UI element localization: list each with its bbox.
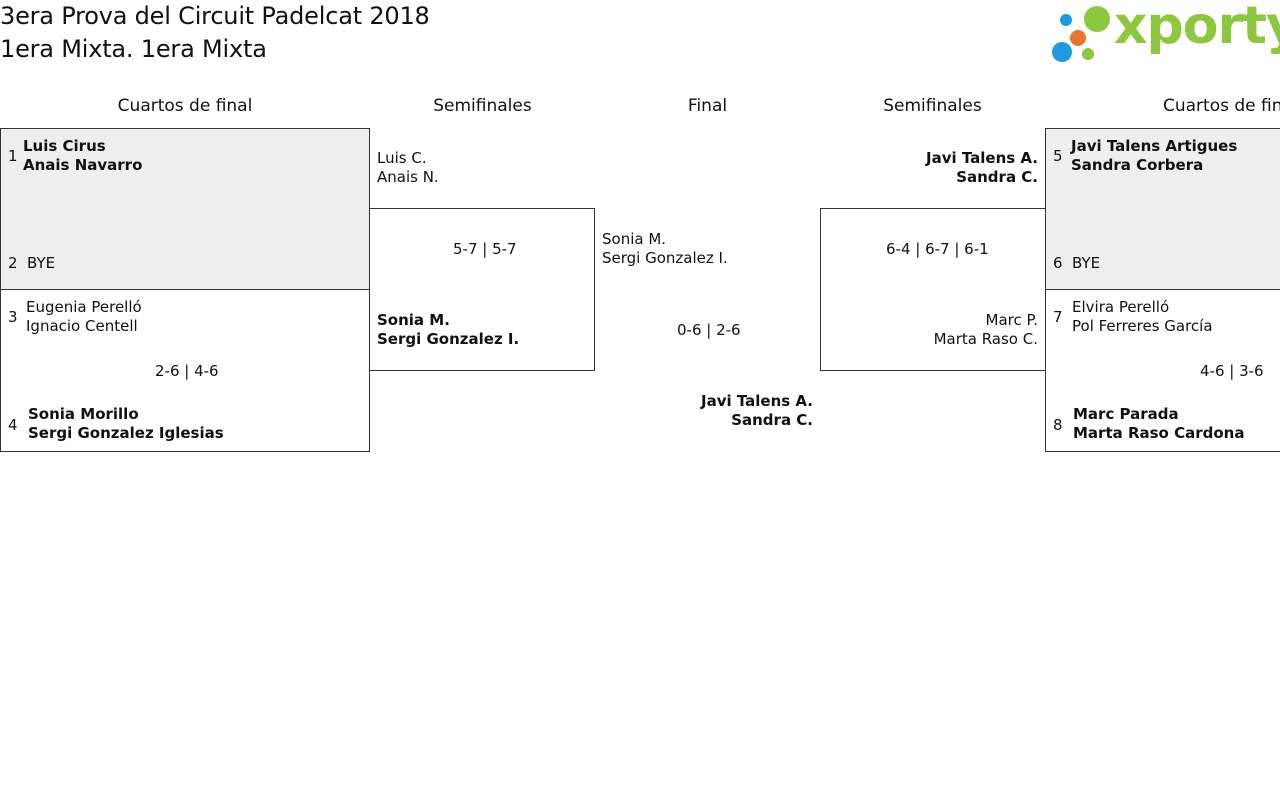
tournament-title: 3era Prova del Circuit Padelcat 2018: [0, 2, 430, 30]
sf1-team1-player2: Anais N.: [377, 168, 439, 186]
sf-match-2[interactable]: 6-4 | 6-7 | 6-1 Marc P. Marta Raso C.: [820, 208, 1046, 371]
qf-match-4[interactable]: 7 Elvira Perelló Pol Ferreres García 4-6…: [1045, 289, 1280, 452]
champion-player2: Sandra C.: [731, 411, 813, 429]
round-header-left-sf: Semifinales: [433, 96, 532, 116]
sf2-team1-player1: Javi Talens A.: [926, 149, 1038, 167]
category-title: 1era Mixta. 1era Mixta: [0, 35, 267, 63]
qf2-score: 2-6 | 4-6: [155, 362, 219, 380]
sf-match-1[interactable]: 5-7 | 5-7 Sonia M. Sergi Gonzalez I.: [369, 208, 595, 371]
qf4-score: 4-6 | 3-6: [1200, 362, 1264, 380]
qf2-team2-player2: Sergi Gonzalez Iglesias: [28, 424, 224, 442]
qf2-team1-player2: Ignacio Centell: [26, 317, 138, 335]
sf2-team2-player1: Marc P.: [985, 311, 1038, 329]
sf1-team2-player2: Sergi Gonzalez I.: [377, 330, 520, 348]
logo-dot-blue: [1060, 14, 1072, 26]
logo-dot-green-small: [1082, 48, 1094, 60]
sf1-team2-player1: Sonia M.: [377, 311, 450, 329]
qf1-team1-player1: Luis Cirus: [23, 137, 106, 155]
xporty-logo[interactable]: xporty: [1050, 0, 1280, 68]
round-header-right-qf: Cuartos de final: [1163, 96, 1280, 116]
seed-6: 6: [1053, 254, 1063, 272]
sf2-score: 6-4 | 6-7 | 6-1: [886, 240, 989, 258]
qf1-team2-player1: BYE: [27, 254, 56, 272]
seed-2: 2: [8, 254, 18, 272]
sf1-score: 5-7 | 5-7: [453, 240, 517, 258]
round-header-left-qf: Cuartos de final: [117, 96, 253, 116]
qf2-team2-player1: Sonia Morillo: [28, 405, 139, 423]
logo-dot-green: [1084, 6, 1110, 32]
logo-dot-blue-large: [1052, 42, 1072, 62]
qf4-team2-player1: Marc Parada: [1073, 405, 1179, 423]
qf3-team1-player1: Javi Talens Artigues: [1071, 137, 1238, 155]
seed-8: 8: [1053, 416, 1063, 434]
qf4-team1-player2: Pol Ferreres García: [1072, 317, 1213, 335]
seed-4: 4: [8, 416, 18, 434]
final-team1-player1: Sonia M.: [602, 230, 667, 248]
sf2-team2-player2: Marta Raso C.: [933, 330, 1038, 348]
seed-3: 3: [8, 308, 18, 326]
champion-player1: Javi Talens A.: [701, 392, 813, 410]
seed-7: 7: [1053, 308, 1063, 326]
qf3-team1-player2: Sandra Corbera: [1071, 156, 1204, 174]
round-header-final: Final: [687, 96, 728, 116]
logo-text: xporty: [1114, 0, 1280, 56]
qf-match-2[interactable]: 3 Eugenia Perelló Ignacio Centell 2-6 | …: [0, 289, 370, 452]
round-header-right-sf: Semifinales: [883, 96, 982, 116]
qf1-team1-player2: Anais Navarro: [23, 156, 143, 174]
final-team1-player2: Sergi Gonzalez I.: [602, 249, 728, 267]
logo-dot-orange: [1070, 30, 1086, 46]
qf4-team1-player1: Elvira Perelló: [1072, 298, 1170, 316]
sf2-team1-player2: Sandra C.: [956, 168, 1038, 186]
seed-1: 1: [8, 147, 18, 165]
qf2-team1-player1: Eugenia Perelló: [26, 298, 142, 316]
final-score: 0-6 | 2-6: [677, 321, 741, 339]
qf-match-3[interactable]: 5 Javi Talens Artigues Sandra Corbera 6 …: [1045, 128, 1280, 290]
qf-match-1[interactable]: 1 Luis Cirus Anais Navarro 2 BYE: [0, 128, 370, 290]
qf3-team2-player1: BYE: [1072, 254, 1101, 272]
seed-5: 5: [1053, 147, 1063, 165]
sf1-team1-player1: Luis C.: [377, 149, 427, 167]
qf4-team2-player2: Marta Raso Cardona: [1073, 424, 1245, 442]
